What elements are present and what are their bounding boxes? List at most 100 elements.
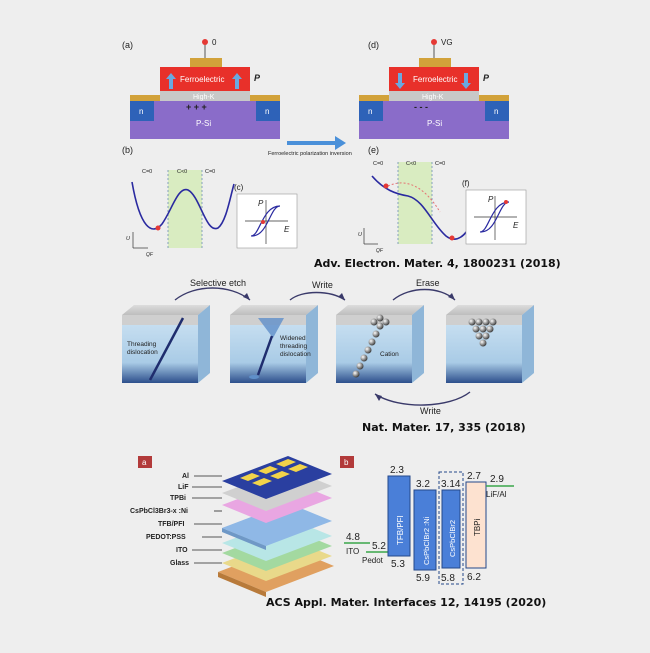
device-d: (d) VG Ferroelectric P High-K n n - - - … [359, 38, 509, 139]
csni-band [413, 489, 437, 571]
inversion-arrow: Ferroelectric polarization inversion [268, 136, 352, 157]
svg-text:QF: QF [146, 252, 154, 258]
svg-text:n: n [494, 107, 498, 116]
svg-text:P-Si: P-Si [196, 119, 211, 128]
svg-text:P: P [254, 73, 261, 83]
svg-text:C=0: C=0 [142, 169, 152, 175]
label-a: (a) [122, 40, 133, 50]
svg-text:TFB/PFI: TFB/PFI [396, 515, 405, 545]
svg-text:Write: Write [420, 406, 441, 416]
svg-text:High-K: High-K [422, 94, 444, 101]
svg-text:3.2: 3.2 [416, 479, 430, 490]
svg-text:E: E [513, 221, 519, 230]
device-a: (a) 0 Ferroelectric P High-K n n + + + P… [122, 38, 280, 139]
citation-top: Adv. Electron. Mater. 4, 1800231 (2018) [314, 257, 561, 270]
svg-text:PEDOT:PSS: PEDOT:PSS [146, 534, 186, 541]
svg-text:C=0: C=0 [205, 169, 215, 175]
svg-text:C=0: C=0 [435, 161, 445, 167]
svg-text:C=0: C=0 [373, 161, 383, 167]
svg-text:P: P [488, 195, 494, 204]
layer-perovskite [222, 503, 332, 550]
svg-text:5.8: 5.8 [441, 573, 455, 584]
svg-text:VG: VG [441, 38, 453, 47]
svg-text:CsPbClBr2 :Ni: CsPbClBr2 :Ni [422, 516, 431, 565]
svg-text:5.9: 5.9 [416, 573, 430, 584]
svg-text:U: U [358, 232, 362, 238]
svg-text:TFB/PFI: TFB/PFI [158, 521, 184, 528]
svg-text:(d): (d) [368, 40, 379, 50]
svg-text:n: n [265, 107, 269, 116]
layer-labels: Al LiF TPBi CsPbCl3Br3-x :Ni TFB/PFI PED… [130, 473, 189, 567]
svg-text:Cation: Cation [380, 351, 399, 358]
svg-text:Widened: Widened [280, 335, 306, 342]
energy-diagram-b: b 4.8 ITO 5.2 Pedot 2.3 5.3 TFB/PFI 3.2 … [340, 456, 514, 585]
svg-text:Write: Write [312, 280, 333, 290]
svg-text:6.2: 6.2 [467, 572, 481, 583]
svg-text:P: P [483, 73, 490, 83]
svg-text:dislocation: dislocation [280, 351, 311, 358]
svg-text:- - -: - - - [414, 102, 428, 112]
process-arrows: Selective etch Write Erase Write [174, 278, 471, 416]
layer-al [222, 456, 332, 499]
svg-text:2.9: 2.9 [490, 474, 504, 485]
svg-text:ITO: ITO [176, 547, 188, 554]
tfb-band [387, 475, 411, 557]
svg-text:n: n [139, 107, 143, 116]
svg-text:TBPi: TBPi [473, 518, 482, 536]
svg-text:CsPbCl3Br3-x :Ni: CsPbCl3Br3-x :Ni [130, 508, 188, 515]
svg-text:C<0: C<0 [406, 161, 416, 167]
svg-text:CsPbClBr2: CsPbClBr2 [448, 520, 457, 557]
svg-text:dislocation: dislocation [127, 349, 158, 356]
svg-text:TPBi: TPBi [170, 495, 186, 502]
cs-band [441, 489, 461, 569]
substrate-a [130, 101, 280, 139]
energy-plot-e: (e) C=0 C<0 C=0 U QF [358, 145, 473, 254]
svg-text:b: b [344, 458, 349, 467]
gate-terminal-a [202, 39, 208, 45]
svg-text:2.3: 2.3 [390, 465, 404, 476]
svg-text:4.8: 4.8 [346, 532, 360, 543]
svg-text:2.7: 2.7 [467, 471, 481, 482]
cation-chain [352, 314, 390, 378]
svg-text:U: U [126, 236, 130, 242]
svg-text:(b): (b) [122, 145, 133, 155]
stack-panel-a: a [130, 456, 334, 597]
tbpi-band [465, 481, 487, 569]
svg-text:Threading: Threading [127, 341, 157, 348]
device-box-3: Cation [336, 305, 424, 383]
svg-text:Selective etch: Selective etch [190, 278, 246, 288]
svg-text:LiF/Al: LiF/Al [486, 490, 507, 499]
cation-cluster [468, 318, 497, 347]
gate-terminal-d [431, 39, 437, 45]
svg-text:E: E [284, 225, 290, 234]
svg-text:3.14: 3.14 [441, 479, 461, 490]
citation-bottom: ACS Appl. Mater. Interfaces 12, 14195 (2… [266, 596, 547, 609]
svg-text:Glass: Glass [170, 560, 189, 567]
svg-text:5.3: 5.3 [391, 559, 405, 570]
svg-text:5.2: 5.2 [372, 541, 386, 552]
svg-text:n: n [368, 107, 372, 116]
device-box-4 [446, 305, 534, 383]
device-box-2: Widened threading dislocation [230, 305, 318, 383]
svg-text:High-K: High-K [193, 94, 215, 101]
svg-text:+ + +: + + + [186, 102, 207, 112]
svg-text:a: a [142, 458, 147, 467]
hysteresis-c: (c) P E [234, 183, 298, 249]
gate-voltage-a: 0 [212, 38, 217, 47]
svg-text:Al: Al [182, 473, 189, 480]
svg-text:threading: threading [280, 343, 307, 350]
svg-text:Ferroelectric polarization inv: Ferroelectric polarization inversion [268, 151, 352, 157]
svg-text:C<0: C<0 [177, 169, 187, 175]
svg-text:P: P [258, 199, 264, 208]
svg-text:(f): (f) [462, 179, 470, 188]
svg-text:ITO: ITO [346, 547, 359, 556]
hysteresis-f: (f) P E [462, 179, 527, 245]
svg-text:QF: QF [376, 248, 384, 254]
device-box-1: Threading dislocation [122, 305, 210, 383]
svg-text:Ferroelectric: Ferroelectric [413, 75, 457, 84]
citation-middle: Nat. Mater. 17, 335 (2018) [362, 421, 526, 434]
svg-text:P-Si: P-Si [427, 119, 442, 128]
svg-text:(e): (e) [368, 145, 379, 155]
svg-text:LiF: LiF [178, 484, 189, 491]
